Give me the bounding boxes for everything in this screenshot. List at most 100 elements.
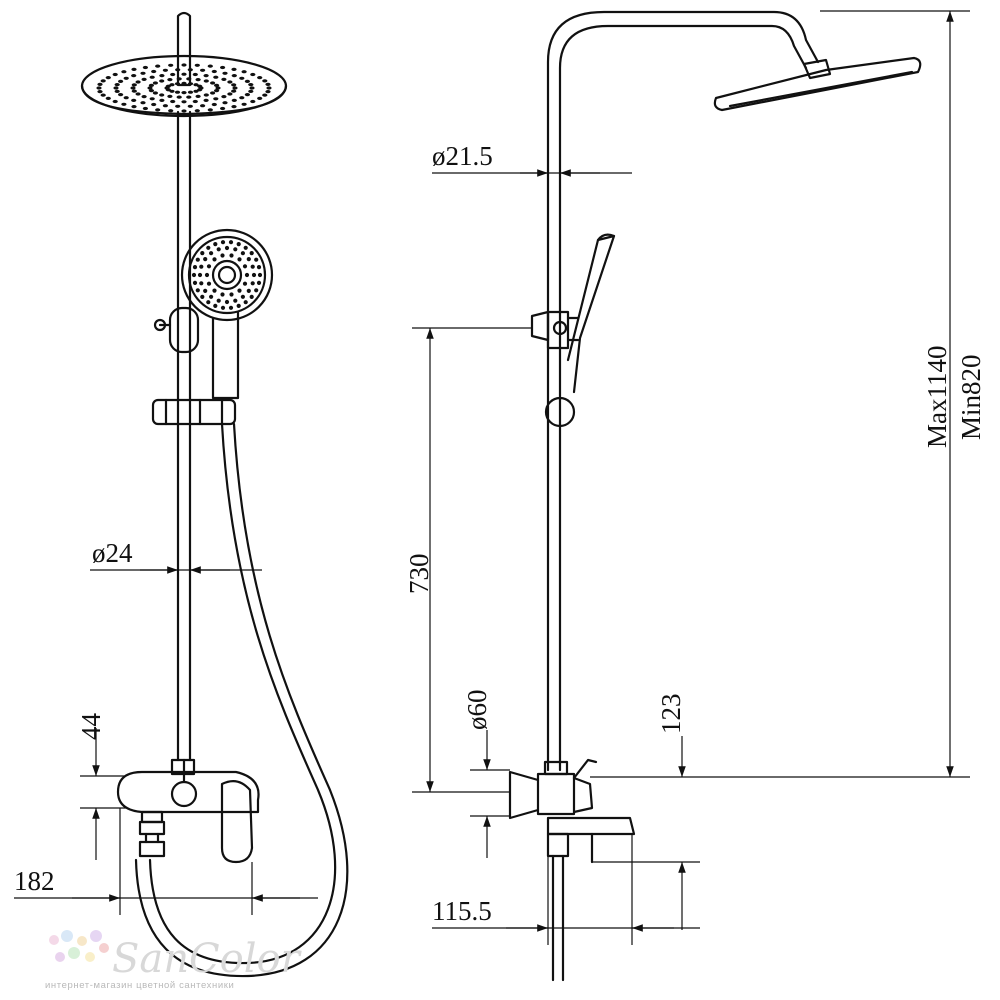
nozzle-dot bbox=[152, 91, 158, 95]
nozzle-dot bbox=[240, 251, 245, 256]
nozzle-dot bbox=[140, 71, 146, 75]
nozzle-dot bbox=[197, 88, 203, 92]
nozzle-dot bbox=[192, 280, 198, 285]
nozzle-dot bbox=[236, 242, 241, 247]
nozzle-dot bbox=[186, 95, 192, 99]
nozzle-dot bbox=[140, 101, 146, 105]
nozzle-dot bbox=[199, 264, 204, 269]
nozzle-dot bbox=[229, 292, 234, 297]
nozzle-dot bbox=[212, 288, 217, 293]
nozzle-dot bbox=[216, 298, 221, 303]
nozzle-dot bbox=[220, 106, 226, 111]
nozzle-dot bbox=[112, 72, 118, 77]
front-mixer bbox=[116, 758, 260, 864]
nozzle-dot bbox=[151, 102, 157, 107]
nozzle-dot bbox=[231, 67, 237, 71]
side-slide-bracket bbox=[530, 310, 580, 350]
watermark-brand: SanColor bbox=[112, 936, 303, 982]
dim-spout-projection: 115.5 bbox=[432, 834, 700, 945]
nozzle-dot bbox=[159, 93, 165, 97]
nozzle-dot bbox=[181, 72, 187, 76]
nozzle-dot bbox=[187, 104, 193, 108]
nozzle-dot bbox=[227, 92, 233, 96]
nozzle-dot bbox=[181, 100, 187, 104]
nozzle-dot bbox=[256, 280, 262, 285]
nozzle-dot bbox=[214, 83, 220, 87]
dim-mixer-height: 44 bbox=[76, 713, 126, 860]
nozzle-dot bbox=[207, 64, 213, 68]
dim-side-pipe-diameter: ø21.5 bbox=[432, 141, 632, 177]
nozzle-dot bbox=[233, 247, 238, 252]
side-overhead-head bbox=[713, 56, 922, 112]
side-view: ø21.5 730 ø60 123 bbox=[404, 10, 986, 982]
nozzle-dot bbox=[213, 97, 219, 101]
nozzle-dot bbox=[97, 90, 103, 94]
nozzle-dot bbox=[200, 251, 205, 256]
nozzle-dot bbox=[213, 75, 219, 79]
nozzle-dot bbox=[131, 89, 137, 93]
nozzle-dot bbox=[249, 294, 254, 299]
nozzle-dot bbox=[151, 69, 157, 74]
nozzle-dot bbox=[206, 281, 212, 286]
nozzle-dot bbox=[257, 76, 263, 80]
nozzle-dot bbox=[233, 298, 238, 303]
nozzle-dot bbox=[131, 67, 137, 71]
nozzle-dot bbox=[200, 104, 206, 108]
nozzle-dot bbox=[251, 272, 257, 278]
nozzle-dot bbox=[167, 78, 173, 82]
nozzle-dot bbox=[176, 95, 182, 99]
nozzle-dot bbox=[249, 86, 255, 90]
nozzle-dot bbox=[141, 95, 147, 99]
nozzle-dot bbox=[170, 72, 176, 77]
nozzle-dot bbox=[192, 72, 198, 77]
nozzle-dot bbox=[114, 83, 120, 87]
nozzle-dot bbox=[250, 281, 255, 286]
nozzle-dot bbox=[222, 71, 228, 75]
hand-shower bbox=[180, 228, 274, 400]
nozzle-dot bbox=[215, 86, 221, 90]
nozzle-dot bbox=[229, 253, 234, 258]
nozzle-dot bbox=[243, 245, 248, 250]
nozzle-dot bbox=[105, 76, 111, 80]
nozzle-dot bbox=[216, 247, 221, 252]
nozzle-dot bbox=[228, 240, 234, 245]
nozzle-dot bbox=[131, 105, 137, 109]
nozzle-dot bbox=[221, 95, 227, 99]
nozzle-dot bbox=[131, 83, 137, 87]
nozzle-dot bbox=[167, 94, 173, 98]
nozzle-dot bbox=[203, 288, 208, 293]
nozzle-dot bbox=[250, 99, 256, 104]
nozzle-dot bbox=[209, 251, 214, 256]
nozzle-dot bbox=[200, 294, 205, 299]
dim-front-pipe-diameter: ø24 bbox=[90, 538, 262, 574]
nozzle-dot bbox=[244, 79, 250, 83]
nozzle-dot bbox=[206, 300, 211, 305]
nozzle-dot bbox=[220, 292, 225, 297]
nozzle-dot bbox=[231, 83, 237, 87]
nozzle-dot bbox=[250, 72, 256, 77]
nozzle-dot bbox=[195, 78, 201, 82]
watermark-dots-icon bbox=[49, 930, 109, 962]
nozzle-dot bbox=[187, 82, 194, 86]
nozzle-dot bbox=[239, 96, 245, 100]
nozzle-dot bbox=[224, 245, 230, 251]
nozzle-dot bbox=[220, 65, 226, 70]
nozzle-dot bbox=[220, 253, 225, 258]
nozzle-dot bbox=[131, 74, 137, 78]
side-mixer bbox=[508, 758, 636, 982]
nozzle-dot bbox=[244, 272, 250, 278]
nozzle-dot bbox=[231, 74, 237, 78]
nozzle-dot bbox=[147, 86, 153, 90]
side-hose-holder bbox=[544, 396, 576, 428]
nozzle-dot bbox=[114, 89, 120, 93]
nozzle-dot bbox=[194, 109, 200, 113]
nozzle-dot bbox=[187, 68, 193, 72]
nozzle-dot bbox=[100, 93, 106, 97]
nozzle-dot bbox=[197, 84, 203, 88]
nozzle-dot bbox=[195, 257, 200, 262]
nozzle-dot bbox=[256, 265, 262, 270]
dim-label-123: 123 bbox=[656, 694, 686, 735]
nozzle-dot bbox=[213, 242, 218, 247]
overhead-shower-head bbox=[80, 54, 288, 118]
nozzle-dot bbox=[210, 81, 216, 85]
